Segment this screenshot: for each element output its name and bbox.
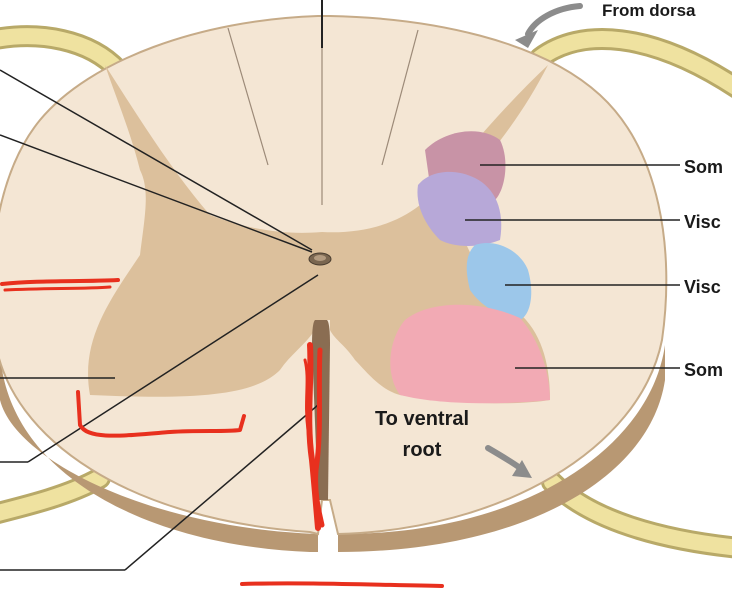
label-somatic-sensory: Som: [684, 157, 723, 177]
label-somatic-motor: Som: [684, 360, 723, 380]
from-dorsal-arrow: [515, 3, 583, 48]
label-from-dorsal: From dorsa: [602, 1, 696, 20]
red-bracket: [76, 390, 246, 438]
visceral-sensory-zone: [417, 171, 502, 246]
label-root: root: [403, 439, 442, 461]
red-underline-bottom: [240, 581, 444, 588]
label-visceral-sensory: Visc: [684, 212, 721, 232]
somatic-motor-zone: [390, 304, 550, 404]
red-annotations: [0, 278, 444, 588]
dorsal-column-lines: [227, 20, 419, 205]
leader-lines: [0, 69, 680, 571]
to-ventral-arrow: [485, 445, 532, 478]
label-to-ventral: To ventral: [375, 408, 469, 430]
red-underline-left: [0, 278, 120, 286]
label-visceral-motor: Visc: [684, 277, 721, 297]
visceral-motor-zone: [466, 242, 532, 320]
